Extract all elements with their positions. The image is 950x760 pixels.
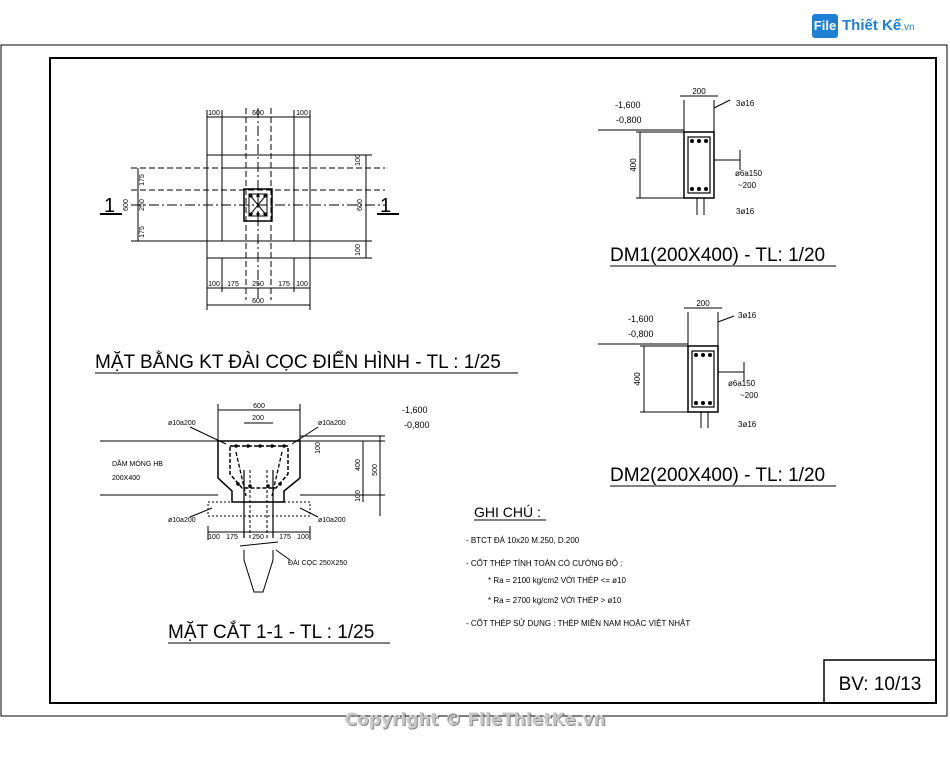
plan-dim-right-total: 600 — [357, 199, 364, 211]
section-dim-right-1: 400 — [355, 459, 362, 471]
section-level-1: -1,600 — [402, 405, 428, 415]
dm2-level-2: -0,800 — [628, 329, 654, 339]
section-dim-bottom-2: 175 — [226, 534, 238, 541]
dm1-top-bar: 3ø16 — [736, 99, 755, 108]
dm1-level-2: -0,800 — [616, 115, 642, 125]
dm2-stirrup: ø6a150 — [728, 379, 756, 388]
outer-frame — [0, 44, 948, 717]
plan-dim-bottom-1: 100 — [208, 281, 220, 288]
dm2-stirrup-2: ~200 — [740, 391, 759, 400]
plan-dim-left-1: 175 — [139, 174, 146, 186]
site-logo[interactable]: File Thiết Kế.vn — [812, 14, 924, 40]
dm2-width: 200 — [696, 299, 710, 308]
rebar-label-top-left: ø10a200 — [168, 420, 196, 427]
notes-item-2: - CỐT THÉP TÍNH TOÁN CÓ CƯỜNG ĐỘ : — [466, 558, 622, 568]
sheet-number-box — [823, 659, 937, 704]
notes-title: GHI CHÚ : — [474, 504, 541, 520]
pile-cap-rebar-diag-2 — [271, 451, 283, 497]
dm1-beam-outline — [683, 131, 715, 199]
dm1-rebar-dots — [690, 139, 708, 191]
section-dim-top-inner: 200 — [252, 415, 264, 422]
dm2-beam-outline — [687, 345, 719, 413]
dm1-stirrup: ø6a150 — [735, 169, 763, 178]
section-dim-right-small-2: 100 — [355, 490, 362, 502]
dm1-level-1: -1,600 — [615, 100, 641, 110]
rebar-leader-tl — [189, 426, 227, 445]
pile-break-line — [239, 541, 279, 547]
section-dim-right-small: 100 — [315, 442, 322, 454]
dm1-stirrup — [687, 136, 711, 194]
dm2-top-bar-leader — [717, 315, 735, 323]
dm1-section — [598, 95, 741, 215]
plan-dim-right-2: 100 — [355, 244, 362, 256]
plan-dim-left-3: 175 — [139, 226, 146, 238]
gravel-layer — [207, 501, 311, 517]
plan-dim-top-1: 100 — [208, 110, 220, 117]
rebar-leader-bl — [189, 507, 213, 518]
logo-text: Thiết Kế.vn — [842, 17, 915, 34]
dm2-level-1: -1,600 — [628, 314, 654, 324]
dm1-bottom-bar: 3ø16 — [736, 207, 755, 216]
notes-item-3: * Ra = 2100 kg/cm2 VỚI THÉP <= ø10 — [488, 576, 627, 585]
dm2-top-bar: 3ø16 — [738, 311, 757, 320]
plan-dim-right-1: 100 — [355, 154, 362, 166]
plan-dim-bottom-3: 250 — [252, 281, 264, 288]
dm1-title: DM1(200X400) - TL: 1/20 — [610, 245, 825, 266]
notes-item-4: * Ra = 2700 kg/cm2 VỚI THÉP > ø10 — [488, 596, 622, 605]
pile-cap-rebar — [229, 445, 289, 489]
section-title: MẶT CẮT 1-1 - TL : 1/25 — [168, 621, 374, 643]
pile-label-leader — [275, 549, 291, 561]
section-dim-bottom-4: 175 — [279, 534, 291, 541]
plan-dim-bottom-2: 175 — [227, 281, 239, 288]
inner-frame — [49, 57, 937, 704]
copyright-watermark: Copyright © FileThietKe.vn — [344, 710, 606, 730]
dm2-title: DM2(200X400) - TL: 1/20 — [610, 465, 825, 486]
dm2-section — [598, 307, 745, 428]
rebar-label-bottom-right: ø10a200 — [318, 517, 346, 524]
dm1-width: 200 — [692, 87, 706, 96]
rebar-label-top-right: ø10a200 — [318, 420, 346, 427]
beam-label-line-1: DẦM MÓNG HB — [112, 458, 163, 468]
section-level-2: -0,800 — [404, 420, 430, 430]
plan-dim-left-total: 600 — [123, 199, 130, 211]
section-mark-right: 1 — [380, 195, 391, 217]
notes-item-5: - CỐT THÉP SỬ DỤNG : THÉP MIỀN NAM HOẶC … — [466, 618, 690, 628]
pile-tip — [243, 550, 274, 593]
plan-dim-bottom-4: 175 — [278, 281, 290, 288]
dm1-top-bar-leader — [713, 99, 731, 109]
plan-dim-bottom-5: 100 — [296, 281, 308, 288]
dm2-rebar-dots — [694, 353, 712, 405]
dm1-height: 400 — [629, 158, 638, 172]
section-dim-bottom-5: 100 — [297, 534, 309, 541]
notes-item-1: - BTCT ĐÁ 10x20 M.250, D.200 — [466, 536, 580, 545]
section-dim-right-2: 500 — [372, 464, 379, 476]
rebar-leader-br — [299, 507, 319, 518]
dm1-stirrup-2: ~200 — [738, 181, 757, 190]
pile-label: ĐÀI CỌC 250X250 — [288, 558, 347, 567]
section-dim-top-outer: 600 — [253, 403, 265, 410]
dm2-stirrup — [691, 350, 715, 408]
rebar-leader-tr — [291, 426, 319, 445]
plan-title: MẶT BẰNG KT ĐÀI CỌC ĐIỂN HÌNH - TL : 1/2… — [95, 351, 501, 373]
section-view — [100, 404, 385, 593]
section-mark-left: 1 — [104, 195, 115, 217]
logo-badge: File — [812, 14, 838, 38]
rebar-label-bottom-left: ø10a200 — [168, 517, 196, 524]
section-dim-bottom-1: 100 — [208, 534, 220, 541]
plan-dim-top-3: 100 — [296, 110, 308, 117]
plan-dim-bottom-total: 600 — [252, 298, 264, 305]
plan-rebar-dots — [249, 194, 267, 216]
plan-dim-top-2: 600 — [252, 110, 264, 117]
section-rebar-dots — [234, 444, 286, 488]
sheet-number: BV: 10/13 — [839, 674, 922, 695]
dm2-bottom-bar: 3ø16 — [738, 420, 757, 429]
beam-label-line-2: 200X400 — [112, 475, 140, 482]
plan-dim-left-2: 250 — [139, 199, 146, 211]
logo-name: Thiết Kế — [842, 17, 902, 34]
logo-suffix: .vn — [901, 22, 915, 33]
dm2-height: 400 — [633, 372, 642, 386]
section-dim-bottom-3: 250 — [252, 534, 264, 541]
plan-view — [100, 108, 399, 310]
